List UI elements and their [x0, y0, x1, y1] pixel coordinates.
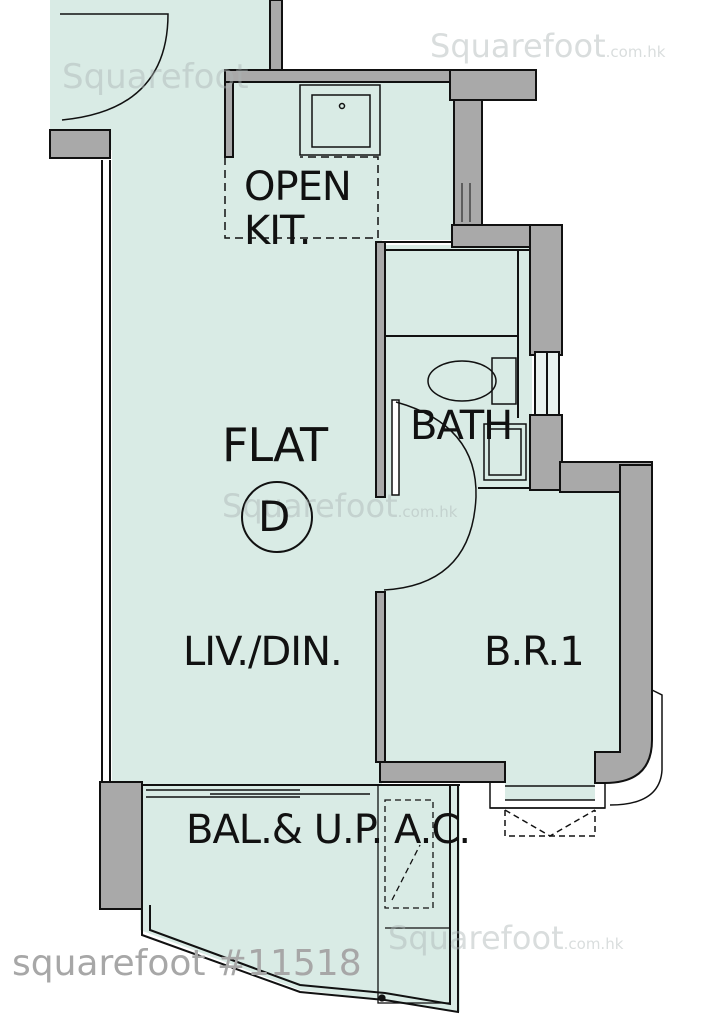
flat-label: FLAT	[222, 418, 328, 472]
watermark-domain-text: .com.hk	[397, 503, 458, 521]
reference-stamp: squarefoot #11518	[12, 943, 362, 984]
living-dining-label: LIV./DIN.	[183, 629, 343, 675]
watermark-brand-text: Squarefoot	[388, 919, 564, 957]
ac-platform	[377, 784, 451, 1004]
watermark-brand-center: Squarefoot.com.hk	[222, 490, 457, 522]
flat-letter: D	[258, 492, 290, 541]
bath-label: BATH	[410, 403, 513, 449]
watermark-brand-bottom: Squarefoot.com.hk	[388, 922, 623, 954]
kitchen-label-line-2: KIT.	[244, 208, 311, 254]
kitchen-label-line-1: OPEN	[244, 164, 352, 210]
watermark-brand-text: Squarefoot	[222, 487, 398, 525]
watermark-brand-top-right: Squarefoot.com.hk	[430, 30, 665, 62]
bedroom-label: B.R.1	[484, 629, 585, 675]
kitchen-fixtures	[224, 84, 471, 239]
walls	[49, 0, 653, 910]
door-swings	[60, 13, 477, 591]
bath-fixtures	[427, 357, 527, 481]
floor-area	[50, 0, 622, 1012]
kitchen-label: OPEN KIT.	[244, 164, 352, 254]
watermark-domain-text: .com.hk	[605, 43, 666, 61]
watermark-brand-text: Squarefoot	[430, 27, 606, 65]
flat-letter-circle	[241, 481, 313, 553]
window-frames	[146, 689, 663, 837]
watermark-brand-top-left: Squarefoot	[62, 60, 249, 94]
balcony-label: BAL.& U.P. A.C.	[186, 807, 471, 853]
watermark-brand-text: Squarefoot	[62, 57, 249, 97]
watermark-domain-text: .com.hk	[563, 935, 624, 953]
